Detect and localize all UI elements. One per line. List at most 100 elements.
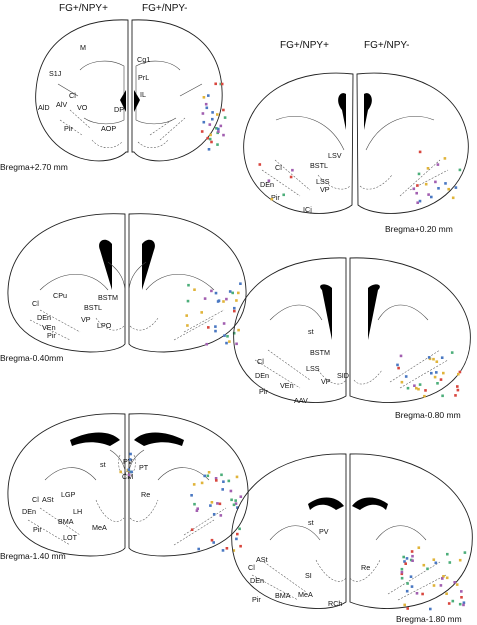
- label-marker: [417, 387, 420, 391]
- label-ven: VEn: [42, 323, 56, 332]
- label-marker: [410, 550, 414, 553]
- label-marker: [432, 357, 435, 361]
- label-marker: [210, 140, 213, 144]
- label-marker: [458, 558, 462, 562]
- label-marker: [440, 356, 444, 359]
- label-si: SI: [305, 571, 312, 580]
- label-cg1: Cg1: [137, 55, 150, 64]
- label-bma: BMA: [275, 591, 291, 600]
- label-marker: [445, 576, 449, 580]
- label-cl: Cl: [257, 357, 264, 366]
- label-marker: [400, 576, 404, 580]
- label-marker: [218, 502, 222, 506]
- label-lss: LSS: [316, 177, 330, 186]
- label-marker: [225, 341, 228, 345]
- label-st: st: [308, 518, 314, 527]
- label-marker: [127, 473, 131, 477]
- label-marker: [221, 488, 224, 491]
- label-marker: [193, 288, 196, 291]
- label-marker: [210, 289, 213, 293]
- label-st: st: [100, 460, 106, 469]
- label-marker: [207, 94, 210, 97]
- label-marker: [410, 585, 414, 588]
- label-marker: [432, 558, 436, 561]
- label-dp: DP: [114, 105, 124, 114]
- label-cm: CM: [122, 472, 133, 481]
- label-marker: [436, 382, 439, 385]
- label-marker: [212, 541, 215, 544]
- label-marker: [186, 324, 189, 327]
- marker-cluster: [190, 471, 243, 552]
- marker-cluster: [185, 282, 242, 346]
- label-marker: [430, 371, 433, 375]
- label-marker: [212, 513, 216, 516]
- label-marker: [206, 136, 209, 140]
- label-marker: [444, 182, 447, 185]
- label-pv: PV: [123, 457, 133, 466]
- label-marker: [220, 82, 224, 86]
- label-marker: [426, 167, 430, 170]
- label-pir: Pir: [33, 525, 42, 534]
- label-bstl: BSTL: [84, 303, 102, 312]
- label-marker: [270, 197, 274, 201]
- section-bregma-minus-0-40: CPu BSTM BSTL Cl DEn VP VEn LPO Pir Breg…: [0, 213, 247, 363]
- label-lh: LH: [73, 507, 82, 516]
- caption-bregma-minus-1-40: Bregma-1.40 mm: [0, 551, 66, 561]
- label-marker: [291, 168, 294, 172]
- label-marker: [415, 191, 418, 195]
- label-marker: [127, 468, 131, 471]
- label-m: M: [80, 43, 86, 52]
- label-marker: [119, 470, 122, 474]
- label-sid: SID: [337, 371, 349, 380]
- label-marker: [439, 378, 443, 381]
- section-bregma-minus-1-40: st PV PT CM Re LGP ASt Cl LH DEn BMA MeA…: [0, 413, 249, 561]
- label-den: DEn: [255, 371, 269, 380]
- label-den: DEn: [260, 180, 274, 189]
- label-marker: [231, 291, 234, 295]
- label-marker: [186, 299, 190, 303]
- label-cl: Cl: [275, 163, 282, 172]
- label-marker: [202, 120, 206, 124]
- label-marker: [223, 116, 227, 119]
- label-ast: ASt: [256, 555, 268, 564]
- label-marker: [430, 195, 433, 199]
- label-marker: [417, 546, 421, 549]
- label-marker: [460, 590, 463, 593]
- label-marker: [428, 357, 432, 361]
- label-marker: [214, 82, 217, 86]
- label-vo: VO: [77, 103, 88, 112]
- label-marker: [236, 532, 239, 536]
- label-marker: [201, 112, 205, 115]
- label-marker: [239, 495, 243, 498]
- label-marker: [415, 386, 418, 390]
- label-marker: [210, 538, 214, 542]
- label-marker: [282, 193, 285, 197]
- label-marker: [128, 458, 132, 461]
- label-marker: [193, 502, 196, 506]
- label-alv: AlV: [56, 100, 67, 109]
- label-marker: [439, 584, 443, 587]
- label-marker: [400, 380, 404, 384]
- label-marker: [258, 163, 262, 166]
- label-marker: [235, 342, 238, 346]
- label-marker: [424, 389, 427, 392]
- label-marker: [409, 558, 413, 562]
- label-marker: [429, 607, 432, 611]
- label-marker: [426, 567, 429, 571]
- section-bregma-minus-0-80: st BSTM Cl LSS DEn SID VEn VP Pir AAV Br…: [233, 257, 471, 420]
- label-pt: PT: [139, 463, 149, 472]
- label-marker: [222, 133, 225, 137]
- label-marker: [415, 592, 419, 595]
- label-marker: [462, 601, 466, 604]
- label-marker: [443, 157, 447, 160]
- label-pir: Pir: [64, 124, 73, 133]
- label-pir: Pir: [271, 193, 280, 202]
- label-vp: VP: [321, 377, 331, 386]
- label-marker: [451, 599, 455, 603]
- label-den: DEn: [22, 507, 36, 516]
- label-marker: [235, 475, 239, 479]
- label-marker: [423, 394, 426, 398]
- label-marker: [400, 570, 404, 574]
- label-marker: [441, 577, 444, 580]
